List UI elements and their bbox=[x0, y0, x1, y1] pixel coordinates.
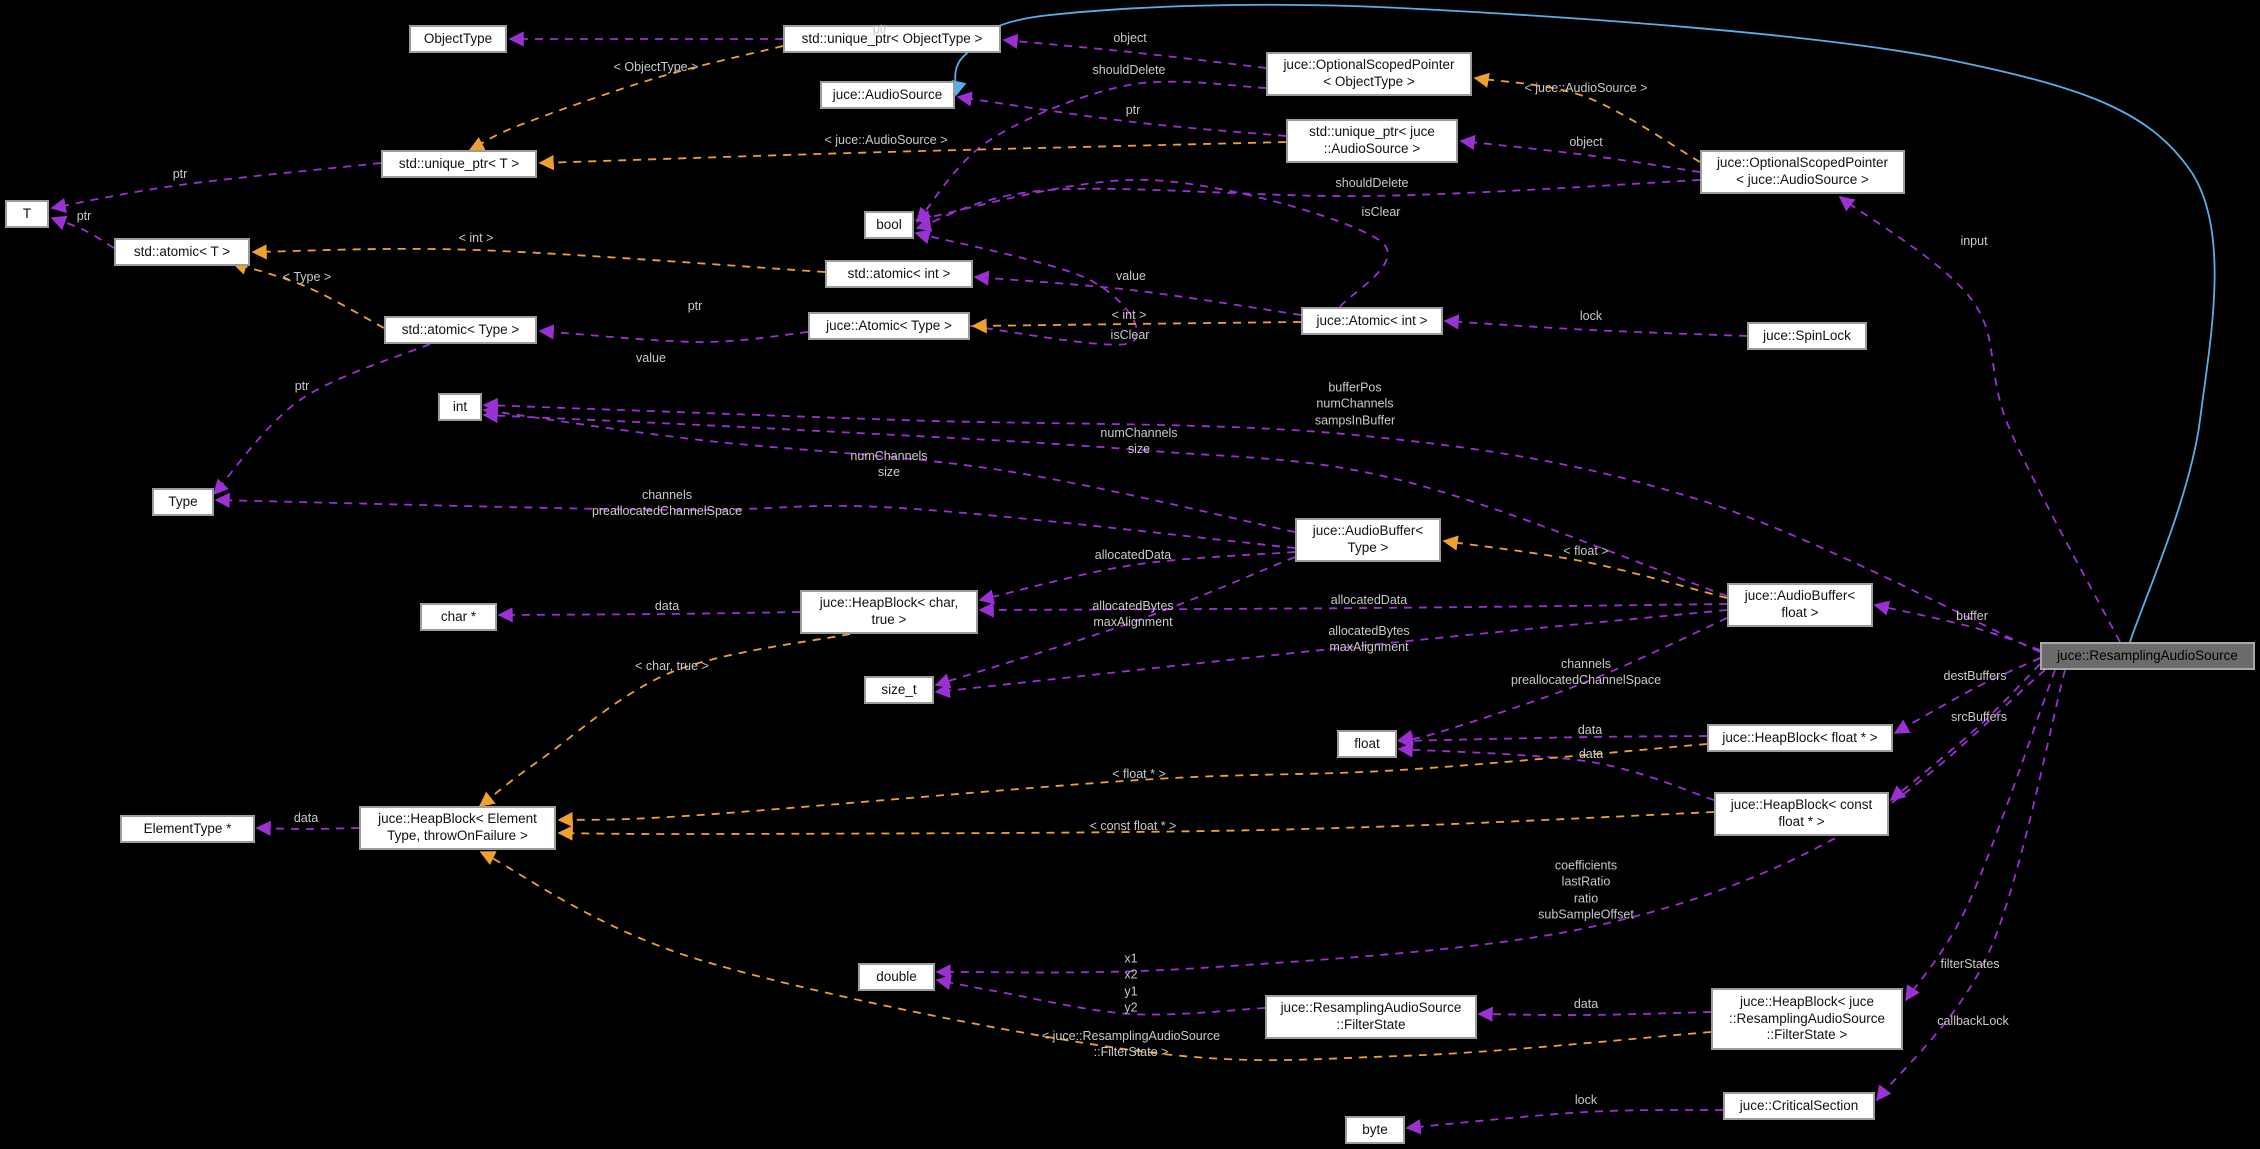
edge-ab-float-to-size-t bbox=[934, 609, 1728, 699]
edge-jatomic-type-to-atomic-type bbox=[538, 324, 809, 343]
edge-uptr-t-to-t bbox=[50, 162, 382, 214]
class-node-jatomic-int[interactable]: juce::Atomic< int > bbox=[1301, 307, 1443, 335]
class-node-bool[interactable]: bool bbox=[864, 211, 914, 239]
class-node-atomic-type[interactable]: std::atomic< Type > bbox=[384, 316, 537, 344]
edge-jatomic-int-to-atomic-int bbox=[973, 270, 1302, 316]
edge-main-to-osp-as bbox=[1838, 196, 2121, 643]
class-node-atomic-int[interactable]: std::atomic< int > bbox=[825, 260, 973, 288]
class-node-main[interactable]: juce::ResamplingAudioSource bbox=[2040, 642, 2255, 670]
class-node-int[interactable]: int bbox=[438, 393, 482, 421]
edges-group bbox=[50, 3, 2216, 1135]
edge-osp-as-to-uptr-as bbox=[1459, 134, 1701, 173]
edge-hb-cfloatptr-to-hb-et bbox=[557, 811, 1715, 841]
class-node-atomic-t[interactable]: std::atomic< T > bbox=[114, 238, 250, 266]
edge-main-to-double bbox=[935, 669, 2046, 980]
edge-uptr-as-to-audiosource bbox=[956, 91, 1287, 137]
edge-hb-cfloatptr-to-float bbox=[1397, 742, 1715, 801]
edge-ab-float-to-float bbox=[1397, 617, 1728, 745]
class-node-hb-fs[interactable]: juce::HeapBlock< juce ::ResamplingAudioS… bbox=[1711, 988, 1903, 1050]
edge-jatomic-type-to-bool bbox=[914, 229, 1139, 346]
class-node-osp-obj[interactable]: juce::OptionalScopedPointer < ObjectType… bbox=[1266, 52, 1472, 96]
edge-ab-float-to-int bbox=[482, 408, 1728, 597]
class-node-hb-cfloatptr[interactable]: juce::HeapBlock< const float * > bbox=[1714, 792, 1889, 836]
edge-hb-floatptr-to-float bbox=[1397, 733, 1708, 749]
class-node-etptr[interactable]: ElementType * bbox=[120, 815, 255, 843]
edge-filterstate-to-double bbox=[935, 975, 1266, 1016]
edge-atomic-type-to-atomic-t bbox=[231, 259, 385, 329]
edge-main-to-hb-floatptr bbox=[1893, 657, 2041, 734]
edge-uptr-obj-to-uptr-t bbox=[468, 45, 784, 151]
class-node-objecttype[interactable]: ObjectType bbox=[409, 25, 507, 53]
class-node-uptr-as[interactable]: std::unique_ptr< juce ::AudioSource > bbox=[1286, 119, 1458, 163]
edge-ab-type-to-int bbox=[482, 404, 1296, 533]
class-node-float[interactable]: float bbox=[1337, 730, 1397, 758]
class-node-spinlock[interactable]: juce::SpinLock bbox=[1747, 322, 1867, 350]
edge-atomic-int-to-atomic-t bbox=[251, 244, 826, 273]
edge-atomic-type-to-type bbox=[212, 343, 431, 496]
edge-main-to-hb-fs bbox=[1905, 669, 2056, 1002]
edge-critsec-to-byte bbox=[1405, 1109, 1724, 1135]
class-node-byte[interactable]: byte bbox=[1345, 1116, 1405, 1144]
edge-main-to-audiosource bbox=[951, 3, 2216, 643]
class-node-filterstate[interactable]: juce::ResamplingAudioSource ::FilterStat… bbox=[1265, 995, 1477, 1039]
class-node-uptr-t[interactable]: std::unique_ptr< T > bbox=[381, 150, 537, 178]
class-node-hb-floatptr[interactable]: juce::HeapBlock< float * > bbox=[1707, 724, 1893, 752]
class-node-type[interactable]: Type bbox=[152, 488, 214, 516]
edge-ab-type-to-size-t bbox=[934, 556, 1296, 689]
edge-main-to-hb-cfloatptr bbox=[1889, 663, 2041, 801]
class-node-osp-as[interactable]: juce::OptionalScopedPointer < juce::Audi… bbox=[1700, 150, 1905, 194]
class-node-jatomic-type[interactable]: juce::Atomic< Type > bbox=[808, 312, 970, 340]
edge-hb-char-to-hb-et bbox=[478, 633, 851, 807]
edge-hb-fs-to-hb-et bbox=[479, 851, 1712, 1062]
class-node-ab-float[interactable]: juce::AudioBuffer< float > bbox=[1727, 583, 1873, 627]
class-node-charptr[interactable]: char * bbox=[420, 603, 497, 631]
edge-main-to-int bbox=[482, 397, 2041, 653]
class-node-audiosource[interactable]: juce::AudioSource bbox=[820, 81, 955, 109]
edge-atomic-t-to-t bbox=[50, 215, 115, 249]
edge-spinlock-to-jatomic-int bbox=[1443, 314, 1748, 337]
edge-hb-et-to-etptr bbox=[255, 820, 360, 836]
edge-jatomic-int-to-jatomic-type bbox=[971, 318, 1302, 334]
edge-ab-float-to-hb-char bbox=[978, 602, 1728, 618]
class-node-hb-et[interactable]: juce::HeapBlock< Element Type, throwOnFa… bbox=[359, 806, 556, 850]
edge-hb-fs-to-filterstate bbox=[1477, 1006, 1712, 1022]
edge-osp-obj-to-bool bbox=[915, 80, 1267, 224]
edge-osp-obj-to-uptr-obj bbox=[1002, 33, 1267, 69]
edge-main-to-ab-float bbox=[1873, 600, 2041, 651]
edge-osp-as-to-bool bbox=[915, 179, 1701, 232]
edge-main-to-critsec bbox=[1876, 669, 2066, 1102]
class-node-ab-type[interactable]: juce::AudioBuffer< Type > bbox=[1295, 518, 1441, 562]
edge-ab-float-to-ab-type bbox=[1442, 535, 1728, 599]
class-node-uptr-obj[interactable]: std::unique_ptr< ObjectType > bbox=[783, 25, 1001, 53]
class-node-double[interactable]: double bbox=[858, 963, 935, 991]
class-node-hb-char[interactable]: juce::HeapBlock< char, true > bbox=[800, 590, 978, 634]
edge-osp-as-to-osp-obj bbox=[1473, 72, 1701, 163]
edge-jatomic-int-to-bool bbox=[914, 178, 1389, 308]
edge-uptr-as-to-uptr-t bbox=[538, 141, 1287, 171]
class-node-t[interactable]: T bbox=[5, 200, 49, 228]
edge-hb-char-to-charptr bbox=[497, 607, 801, 623]
edge-ab-type-to-type bbox=[214, 492, 1296, 549]
class-node-critsec[interactable]: juce::CriticalSection bbox=[1723, 1092, 1875, 1120]
class-node-size-t[interactable]: size_t bbox=[864, 676, 934, 704]
